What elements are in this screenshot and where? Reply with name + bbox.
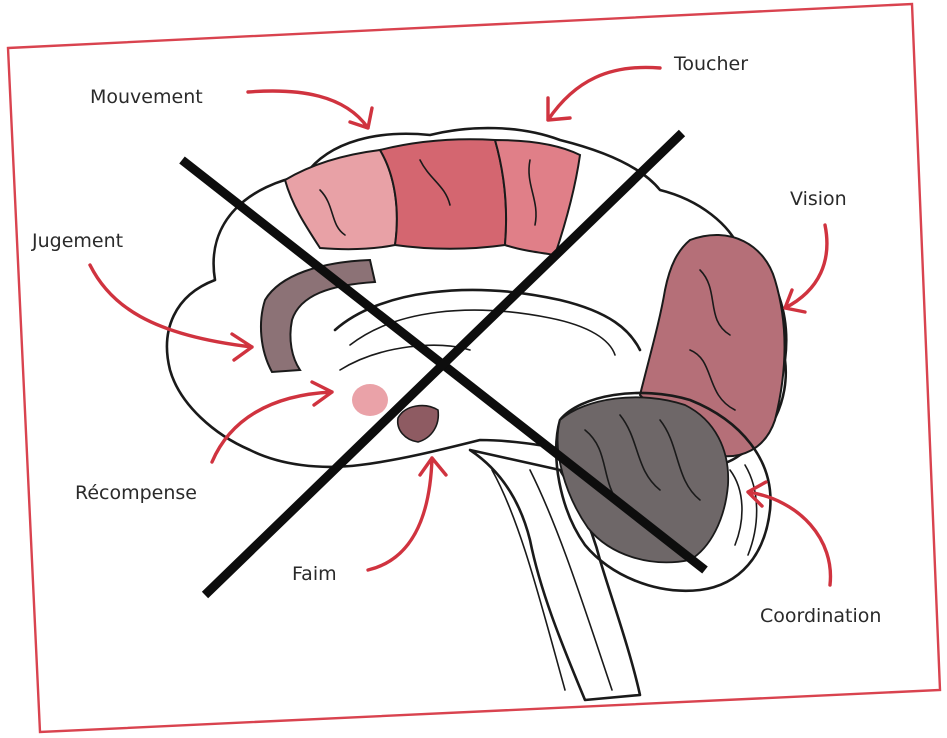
label-mouvement: Mouvement: [90, 86, 203, 108]
region-motor-center: [380, 139, 506, 248]
label-coordination: Coordination: [760, 605, 881, 627]
label-recompense: Récompense: [75, 482, 197, 504]
region-recompense: [352, 384, 388, 416]
label-toucher: Toucher: [673, 53, 748, 75]
label-jugement: Jugement: [31, 230, 123, 252]
label-vision: Vision: [790, 188, 847, 210]
label-faim: Faim: [292, 563, 337, 585]
